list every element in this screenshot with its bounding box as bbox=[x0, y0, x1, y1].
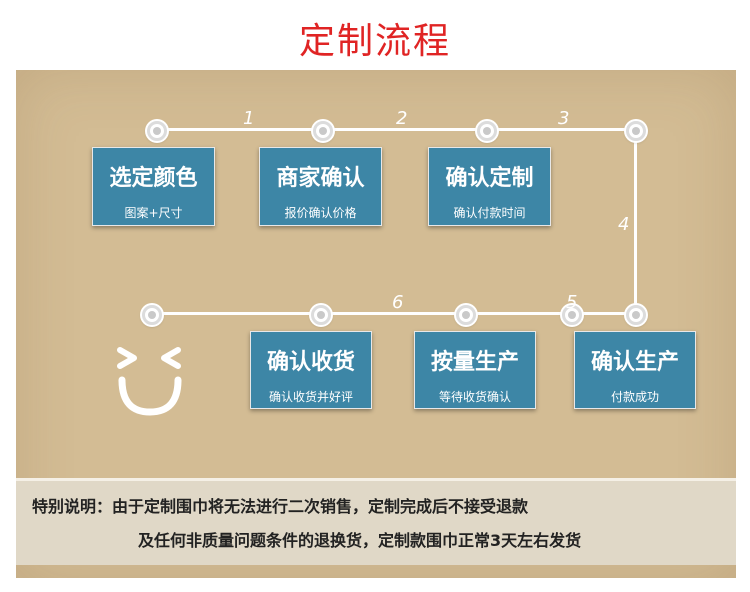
step-number-3: 3 bbox=[558, 108, 570, 129]
step-title: 确认收货 bbox=[266, 350, 355, 375]
node-dot bbox=[626, 305, 646, 325]
step-box-5: 按量生产 等待收货确认 bbox=[414, 331, 536, 409]
step-box-3: 确认定制 确认付款时间 bbox=[428, 147, 551, 226]
step-subtitle: 确认付款时间 bbox=[453, 206, 526, 220]
notice-line-1: 特别说明：由于定制围巾将无法进行二次销售，定制完成后不接受退款 bbox=[32, 497, 529, 516]
step-title: 确认定制 bbox=[445, 166, 534, 191]
node-dot bbox=[456, 305, 476, 325]
step-title: 确认生产 bbox=[590, 350, 679, 375]
step-number-6: 6 bbox=[392, 292, 404, 313]
step-box-1: 选定颜色 图案+尺寸 bbox=[92, 147, 215, 226]
smiley-face-icon bbox=[117, 347, 182, 416]
node-dot bbox=[311, 305, 331, 325]
step-subtitle: 等待收货确认 bbox=[438, 390, 511, 404]
node-dot bbox=[562, 305, 582, 325]
connector-right bbox=[634, 130, 637, 314]
page-title: 定制流程 bbox=[298, 21, 451, 62]
connector-bottom bbox=[150, 312, 637, 315]
notice-bar: 特别说明：由于定制围巾将无法进行二次销售，定制完成后不接受退款 及任何非质量问题… bbox=[16, 478, 736, 565]
step-box-6: 确认收货 确认收货并好评 bbox=[250, 331, 372, 409]
notice-line-2: 及任何非质量问题条件的退换货，定制款围巾正常3天左右发货 bbox=[138, 531, 582, 550]
step-title: 按量生产 bbox=[430, 350, 519, 375]
step-number-2: 2 bbox=[396, 108, 408, 129]
node-dot bbox=[142, 305, 162, 325]
node-dot bbox=[477, 121, 497, 141]
step-title: 商家确认 bbox=[276, 166, 365, 191]
step-number-1: 1 bbox=[243, 108, 255, 129]
node-dot bbox=[626, 121, 646, 141]
step-number-4: 4 bbox=[618, 214, 630, 235]
connector-top bbox=[155, 128, 637, 131]
step-subtitle: 报价确认价格 bbox=[284, 206, 357, 220]
step-subtitle: 付款成功 bbox=[610, 390, 659, 404]
step-subtitle: 图案+尺寸 bbox=[124, 206, 183, 220]
node-dot bbox=[147, 121, 167, 141]
step-number-5: 5 bbox=[566, 292, 578, 313]
step-subtitle: 确认收货并好评 bbox=[268, 390, 353, 404]
step-title: 选定颜色 bbox=[109, 166, 198, 191]
node-dot bbox=[313, 121, 333, 141]
step-box-2: 商家确认 报价确认价格 bbox=[259, 147, 382, 226]
step-box-4: 确认生产 付款成功 bbox=[574, 331, 696, 409]
